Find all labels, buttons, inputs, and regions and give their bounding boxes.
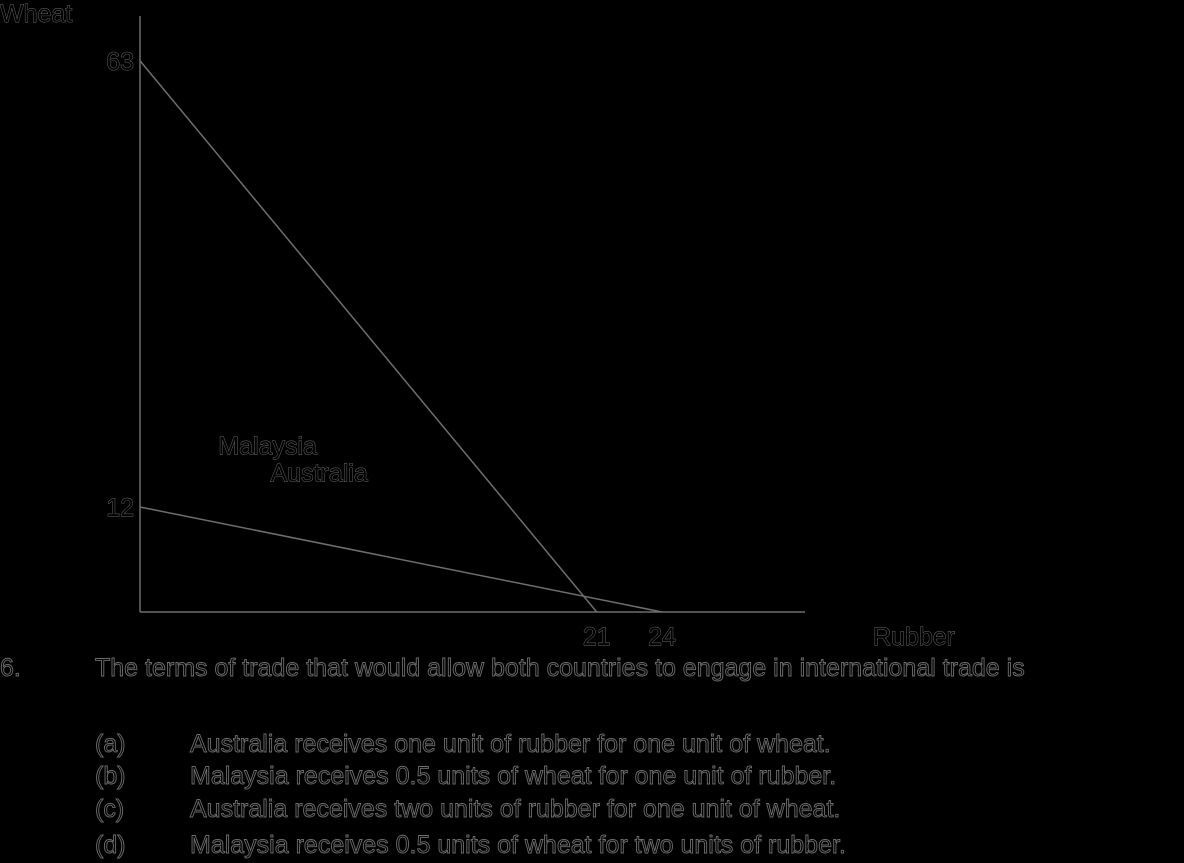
option-a-text: Australia receives one unit of rubber fo… [190,730,832,759]
y-tick-label: 12 [106,494,134,522]
option-c-letter: (c) [95,795,125,824]
question-number: 6. [0,654,21,683]
question-text: The terms of trade that would allow both… [95,654,1026,683]
series-label-malaysia: Malaysia [218,433,317,461]
option-d-letter: (d) [95,831,126,860]
option-d-text: Malaysia receives 0.5 units of wheat for… [190,831,847,860]
y-axis-label: Wheat [0,0,72,28]
x-tick-label: 21 [583,623,611,650]
option-b-letter: (b) [95,762,126,791]
series-line-malaysia [139,506,663,613]
y-tick-label: 63 [106,48,134,76]
option-b-text: Malaysia receives 0.5 units of wheat for… [190,762,837,791]
option-c-text: Australia receives two units of rubber f… [190,795,841,824]
option-a-letter: (a) [95,730,126,759]
x-tick-label: 24 [648,623,676,650]
x-axis-label: Rubber [873,623,955,650]
series-label-australia: Australia [271,460,368,488]
series-line-australia [139,60,598,613]
